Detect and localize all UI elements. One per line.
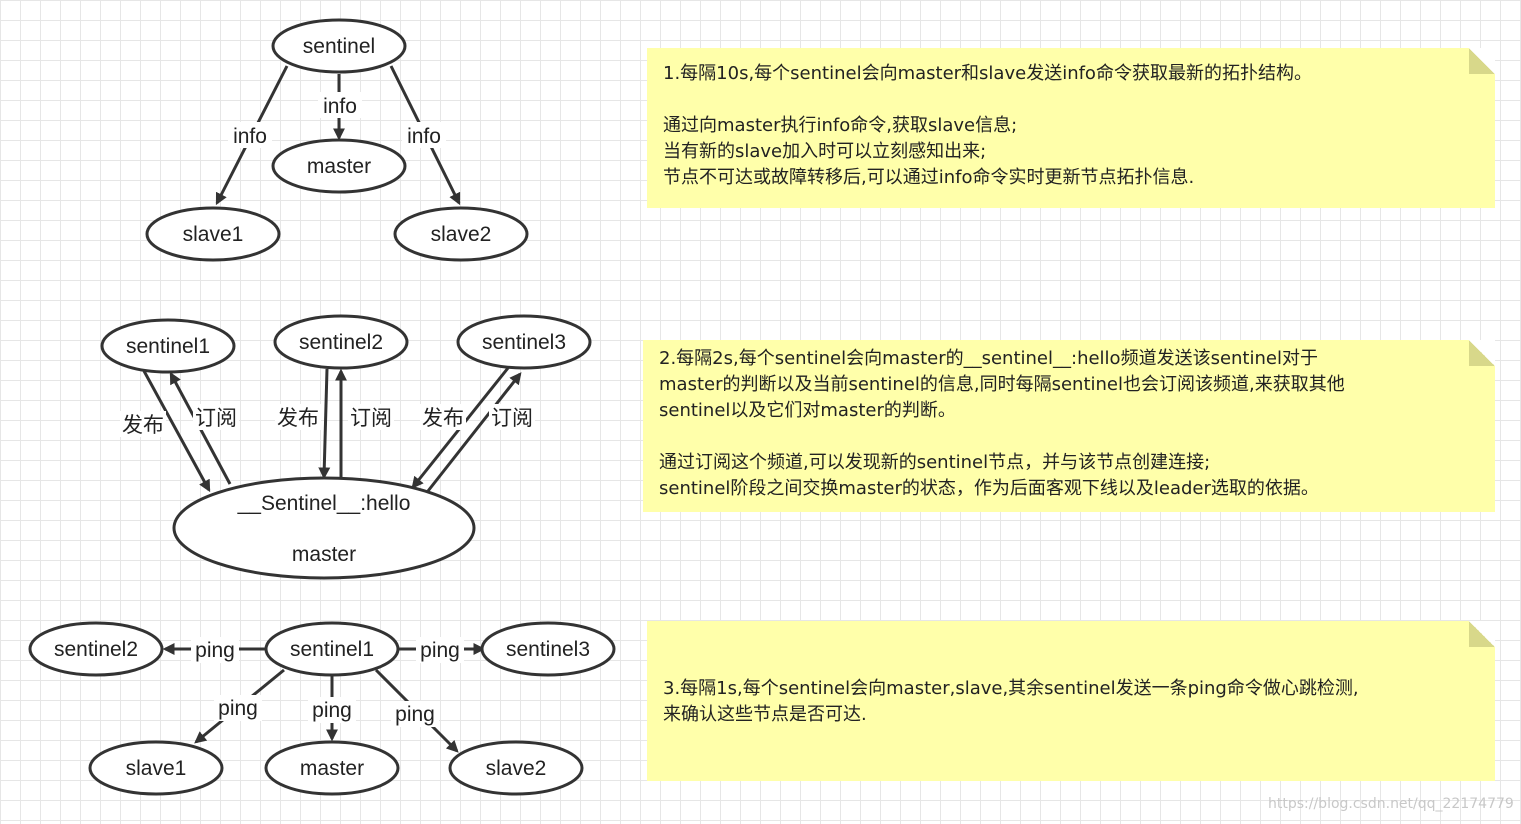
svg-text:slave2: slave2 (486, 757, 547, 780)
svg-text:发布: 发布 (422, 407, 464, 430)
edge-label-ping-master: ping (308, 697, 356, 723)
svg-text:sentinel1: sentinel1 (126, 335, 210, 358)
svg-text:slave2: slave2 (431, 223, 492, 246)
note-fold-corner (1469, 340, 1495, 366)
note-fold-corner (1469, 48, 1495, 74)
edge-label-publish-3: 发布 (420, 404, 466, 430)
note-text: 节点不可达或故障转移后,可以通过info命令实时更新节点拓扑信息. (663, 167, 1195, 188)
svg-text:master: master (300, 757, 364, 780)
note-ping-interval: 3.每隔1s,每个sentinel会向master,slave,其余sentin… (647, 621, 1495, 781)
svg-text:发布: 发布 (122, 414, 164, 437)
note-text: 通过向master执行info命令,获取slave信息; (663, 115, 1018, 136)
note-text: 3.每隔1s,每个sentinel会向master,slave,其余sentin… (663, 678, 1359, 699)
node-master[interactable]: master (271, 138, 407, 194)
svg-text:slave1: slave1 (183, 223, 244, 246)
diagram-3-ping: ping ping ping ping ping sentinel1 senti… (28, 621, 616, 796)
svg-text:info: info (407, 125, 441, 148)
svg-text:订阅: 订阅 (195, 407, 237, 430)
note-text: sentinel阶段之间交换master的状态，作为后面客观下线以及leader… (659, 478, 1319, 499)
edge-label-subscribe-1: 订阅 (193, 404, 239, 430)
edge-label-subscribe-2: 订阅 (348, 404, 394, 430)
svg-text:sentinel3: sentinel3 (482, 331, 566, 354)
node-master-bottom[interactable]: master (264, 740, 400, 796)
note-text: sentinel以及它们对master的判断。 (659, 400, 956, 421)
edge-label-info-slave1: info (228, 122, 272, 148)
svg-text:sentinel1: sentinel1 (290, 638, 374, 661)
edge-label-publish-1: 发布 (120, 411, 166, 437)
edge-label-ping-slave2: ping (391, 701, 439, 727)
hello-channel-name: __Sentinel__:hello (237, 492, 411, 515)
diagram-1-info: info info info sentinel master slave1 sl… (145, 18, 529, 262)
edge-label-info-master: info (318, 92, 362, 118)
svg-text:订阅: 订阅 (491, 407, 533, 430)
svg-text:sentinel2: sentinel2 (299, 331, 383, 354)
watermark: https://blog.csdn.net/qq_22174779 (1268, 796, 1514, 812)
svg-text:info: info (323, 95, 357, 118)
svg-text:ping: ping (195, 639, 235, 662)
svg-text:sentinel2: sentinel2 (54, 638, 138, 661)
note-info-interval: 1.每隔10s,每个sentinel会向master和slave发送info命令… (647, 48, 1495, 208)
edge-label-ping-slave1: ping (214, 695, 262, 721)
note-fold-corner (1469, 621, 1495, 647)
node-sentinel[interactable]: sentinel (271, 18, 407, 74)
node-sentinel2-left[interactable]: sentinel2 (28, 621, 164, 677)
svg-text:sentinel: sentinel (303, 35, 375, 58)
svg-text:ping: ping (218, 697, 258, 720)
node-sentinel1[interactable]: sentinel1 (100, 318, 236, 374)
edge-sentinel1-publish (142, 370, 211, 493)
hello-channel-master: master (292, 543, 356, 566)
edge-sentinel2-publish (318, 368, 331, 480)
node-slave2[interactable]: slave2 (393, 206, 529, 262)
note-text: 当有新的slave加入时可以立刻感知出来; (663, 141, 987, 162)
svg-text:ping: ping (312, 699, 352, 722)
note-hello-interval: 2.每隔2s,每个sentinel会向master的__sentinel__:h… (643, 340, 1495, 512)
edge-label-publish-2: 发布 (275, 404, 321, 430)
svg-text:sentinel3: sentinel3 (506, 638, 590, 661)
svg-text:订阅: 订阅 (350, 407, 392, 430)
note-text: 来确认这些节点是否可达. (663, 704, 867, 725)
node-sentinel1-center[interactable]: sentinel1 (264, 621, 400, 677)
node-sentinel2[interactable]: sentinel2 (273, 314, 409, 370)
diagram-2-pubsub: 发布 订阅 发布 订阅 发布 订阅 sentinel1 sentinel2 (100, 314, 592, 580)
svg-text:发布: 发布 (277, 407, 319, 430)
note-text: 2.每隔2s,每个sentinel会向master的__sentinel__:h… (659, 348, 1318, 369)
note-text: master的判断以及当前sentinel的信息,同时每隔sentinel也会订… (659, 374, 1345, 395)
node-sentinel3-right[interactable]: sentinel3 (480, 621, 616, 677)
note-text: 1.每隔10s,每个sentinel会向master和slave发送info命令… (663, 63, 1312, 84)
svg-text:info: info (233, 125, 267, 148)
node-slave1[interactable]: slave1 (145, 206, 281, 262)
svg-text:ping: ping (420, 639, 460, 662)
svg-text:slave1: slave1 (126, 757, 187, 780)
edge-sentinel3-subscribe (426, 372, 522, 492)
edge-label-ping-sentinel2: ping (191, 637, 239, 663)
svg-text:master: master (307, 155, 371, 178)
node-hello-channel[interactable]: __Sentinel__:hello master (172, 476, 476, 580)
node-slave2-bottom[interactable]: slave2 (448, 740, 584, 796)
node-sentinel3[interactable]: sentinel3 (456, 314, 592, 370)
edge-label-subscribe-3: 订阅 (489, 404, 535, 430)
svg-text:ping: ping (395, 703, 435, 726)
edge-label-info-slave2: info (402, 122, 446, 148)
edge-label-ping-sentinel3: ping (416, 637, 464, 663)
note-text: 通过订阅这个频道,可以发现新的sentinel节点，并与该节点创建连接; (659, 452, 1211, 473)
node-slave1-bottom[interactable]: slave1 (88, 740, 224, 796)
